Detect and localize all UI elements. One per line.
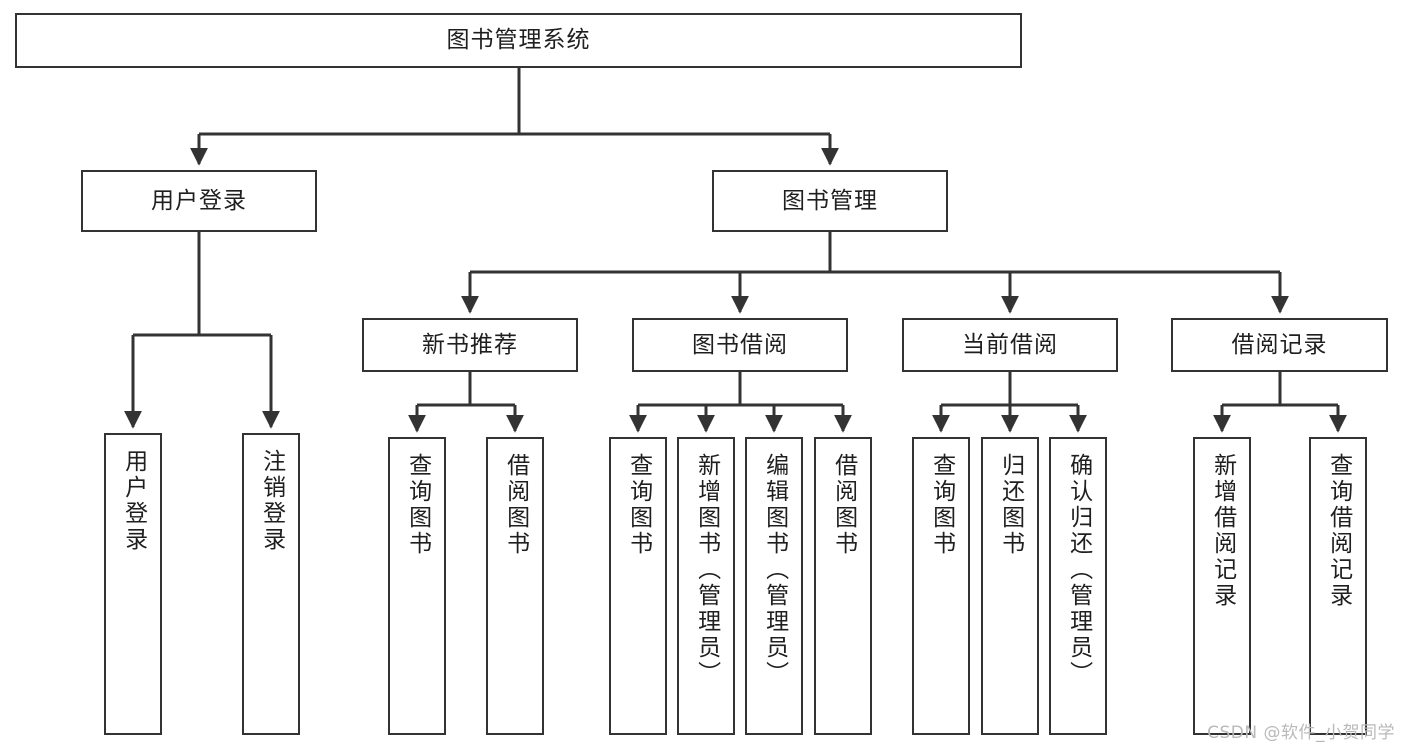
node-current-borrow[interactable]: 当前借阅 [902, 318, 1118, 372]
node-label: 当前借阅 [962, 331, 1058, 358]
node-label: 查询图书 [928, 453, 955, 557]
node-label: 图书管理系统 [446, 27, 591, 54]
leaf-current-borrow-query-book[interactable]: 查询图书 [912, 437, 970, 735]
node-label: 新增借阅记录 [1209, 453, 1236, 609]
node-label: 编辑图书（管理员） [761, 453, 788, 687]
node-label: 查询借阅记录 [1325, 453, 1352, 609]
leaf-book-borrow-edit-book[interactable]: 编辑图书（管理员） [745, 437, 803, 735]
node-label: 借阅记录 [1231, 331, 1328, 358]
leaf-current-borrow-confirm-return[interactable]: 确认归还（管理员） [1049, 437, 1107, 735]
node-borrow-record[interactable]: 借阅记录 [1171, 318, 1388, 372]
node-label: 新增图书（管理员） [693, 453, 720, 687]
node-user-login[interactable]: 用户登录 [81, 170, 317, 232]
leaf-user-login-login[interactable]: 用户登录 [104, 433, 162, 735]
node-root-book-management-system[interactable]: 图书管理系统 [15, 13, 1022, 68]
node-label: 图书借阅 [692, 331, 788, 358]
leaf-book-borrow-add-book[interactable]: 新增图书（管理员） [677, 437, 735, 735]
leaf-borrow-record-query-record[interactable]: 查询借阅记录 [1309, 437, 1367, 735]
leaf-book-borrow-borrow-book[interactable]: 借阅图书 [814, 437, 872, 735]
node-label: 借阅图书 [502, 453, 529, 557]
node-label: 图书管理 [782, 187, 878, 214]
leaf-book-borrow-query-book[interactable]: 查询图书 [609, 437, 667, 735]
node-label: 用户登录 [120, 449, 147, 553]
node-new-book-recommend[interactable]: 新书推荐 [362, 318, 578, 372]
node-label: 注销登录 [258, 449, 285, 553]
leaf-new-book-borrow-book[interactable]: 借阅图书 [486, 437, 544, 735]
node-label: 用户登录 [151, 187, 247, 214]
node-book-borrow[interactable]: 图书借阅 [632, 318, 848, 372]
node-label: 查询图书 [404, 453, 431, 557]
watermark-text: CSDN @软件_小贺同学 [1207, 723, 1395, 743]
leaf-current-borrow-return-book[interactable]: 归还图书 [981, 437, 1039, 735]
leaf-borrow-record-add-record[interactable]: 新增借阅记录 [1193, 437, 1251, 735]
node-label: 新书推荐 [422, 331, 518, 358]
node-book-management[interactable]: 图书管理 [712, 170, 948, 232]
node-label: 查询图书 [625, 453, 652, 557]
leaf-user-login-logout[interactable]: 注销登录 [242, 433, 300, 735]
node-label: 归还图书 [997, 453, 1024, 557]
node-label: 借阅图书 [830, 453, 857, 557]
leaf-new-book-query-book[interactable]: 查询图书 [388, 437, 446, 735]
node-label: 确认归还（管理员） [1065, 453, 1092, 687]
